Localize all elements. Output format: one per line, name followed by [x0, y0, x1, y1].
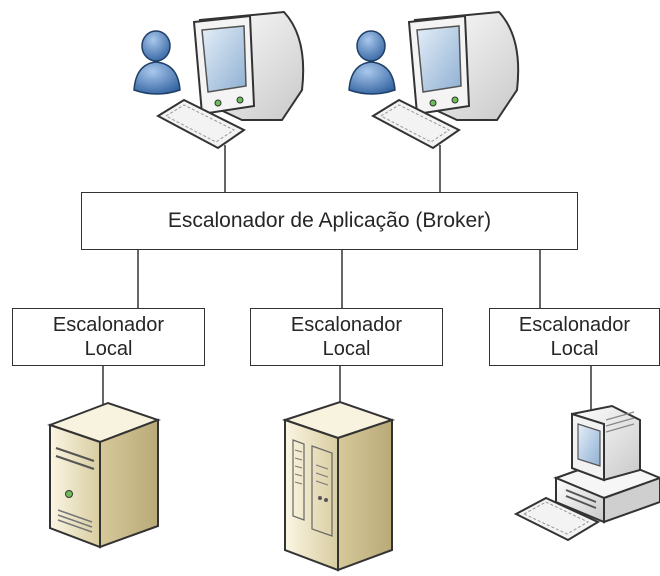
local-scheduler-label-line2: Local [322, 338, 371, 360]
broker-label: Escalonador de Aplicação (Broker) [167, 209, 492, 232]
local-scheduler-label-line1: Escalonador [52, 314, 165, 336]
local-scheduler-label-line1: Escalonador [518, 314, 631, 336]
local-scheduler-label-line2: Local [550, 338, 599, 360]
local-scheduler-label-line1: Escalonador [290, 314, 403, 336]
tower-server-icon [47, 401, 161, 549]
rack-server-icon [281, 400, 396, 572]
user-workstation-icon [348, 11, 520, 149]
connector-lines [102, 145, 592, 410]
local-scheduler-box-1: Escalonador Local [12, 308, 205, 366]
local-scheduler-box-3: Escalonador Local [489, 308, 660, 366]
local-scheduler-label-line2: Local [84, 338, 133, 360]
broker-box: Escalonador de Aplicação (Broker) [81, 192, 578, 250]
user-workstation-icon [133, 11, 305, 149]
desktop-computer-icon [513, 404, 660, 542]
local-scheduler-box-2: Escalonador Local [250, 308, 443, 366]
